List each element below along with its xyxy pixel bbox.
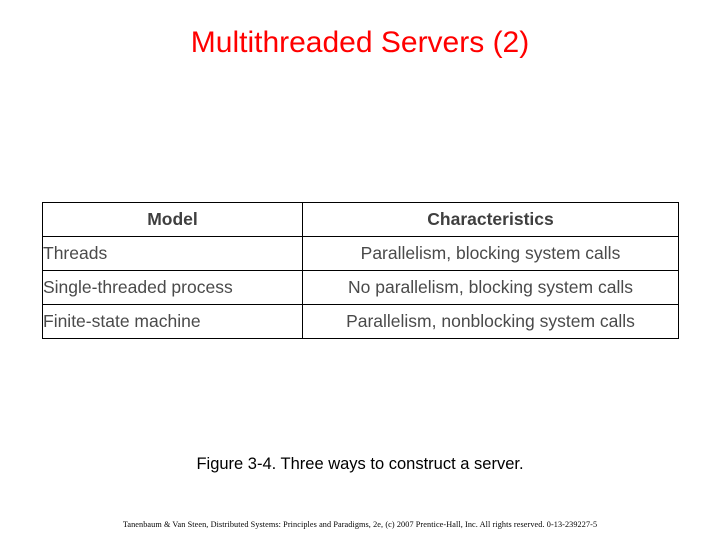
cell-model: Single-threaded process [42,270,303,305]
table-header: Model Characteristics [42,202,679,237]
figure-caption: Figure 3-4. Three ways to construct a se… [196,455,524,473]
column-header-model: Model [42,202,303,237]
cell-characteristics: No parallelism, blocking system calls [302,270,679,305]
cell-model: Finite-state machine [42,304,303,339]
table-row: Finite-state machine Parallelism, nonblo… [42,304,679,339]
page-title: Multithreaded Servers (2) [190,26,530,59]
cell-characteristics: Parallelism, blocking system calls [302,236,679,271]
cell-model: Threads [42,236,303,271]
table-header-row: Model Characteristics [42,202,679,237]
cell-characteristics: Parallelism, nonblocking system calls [302,304,679,339]
copyright-footer: Tanenbaum & Van Steen, Distributed Syste… [122,520,598,529]
model-characteristics-table: Model Characteristics Threads Parallelis… [42,202,679,339]
table: Model Characteristics Threads Parallelis… [42,202,679,339]
column-header-characteristics: Characteristics [302,202,679,237]
table-row: Single-threaded process No parallelism, … [42,270,679,305]
table-row: Threads Parallelism, blocking system cal… [42,236,679,271]
table-body: Threads Parallelism, blocking system cal… [42,236,679,339]
